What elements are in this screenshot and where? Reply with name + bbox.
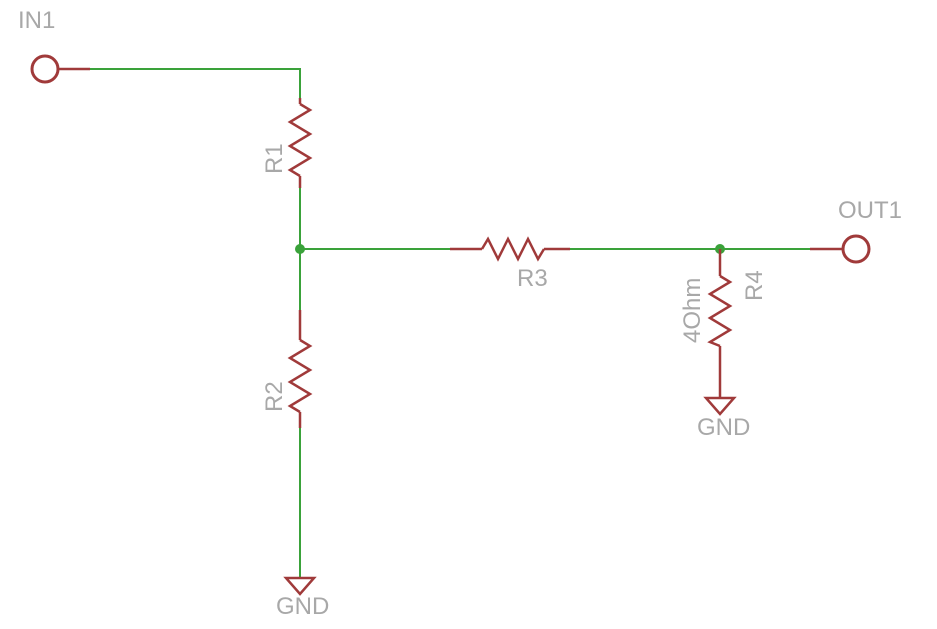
terminal-in1[interactable] — [30, 54, 90, 84]
resistor-r3[interactable] — [450, 236, 570, 262]
resistor-r1[interactable] — [287, 98, 313, 188]
wires — [89, 68, 811, 579]
wire-in1-to-r1[interactable] — [89, 68, 301, 99]
gnd-symbol-left[interactable] — [283, 576, 317, 596]
junction-left — [295, 244, 305, 254]
label-in1: IN1 — [18, 7, 55, 34]
terminal-out1[interactable] — [810, 234, 871, 264]
gnd-symbol-right[interactable] — [703, 396, 737, 416]
label-r1: R1 — [261, 143, 288, 174]
label-r3: R3 — [517, 265, 548, 292]
resistor-r4[interactable] — [707, 249, 733, 398]
label-r4-value: 4Ohm — [679, 278, 706, 343]
label-out1: OUT1 — [838, 197, 902, 224]
label-r2: R2 — [261, 381, 288, 412]
label-gnd-right: GND — [697, 414, 750, 441]
label-gnd-left: GND — [276, 593, 329, 620]
resistor-r2[interactable] — [287, 310, 313, 428]
label-r4: R4 — [741, 270, 768, 301]
